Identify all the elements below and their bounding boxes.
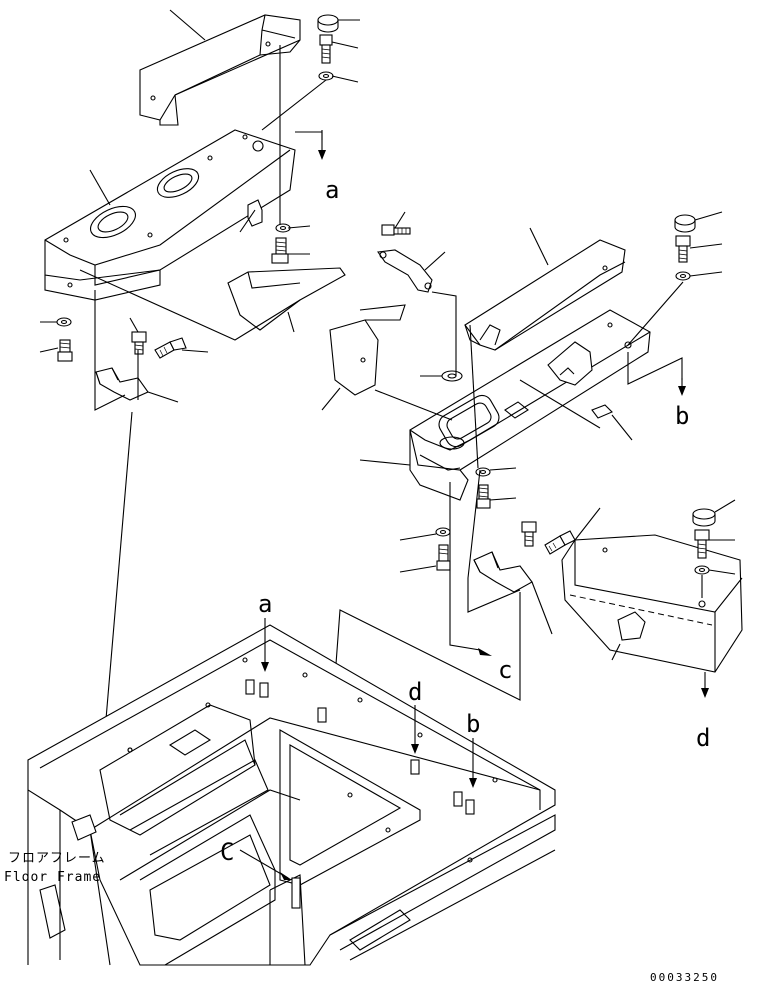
left-lower-bolt (57, 339, 73, 362)
rear-cover-washer (694, 565, 710, 575)
right-center-bolt (476, 484, 491, 509)
right-console-box (409, 309, 651, 501)
left-leader-lines (39, 9, 360, 403)
left-side-bolt (271, 237, 289, 264)
ref-label-c-upper: c (498, 656, 512, 684)
rear-cover-leaders (611, 499, 736, 698)
left-bracket-bolt-vertical (131, 331, 147, 355)
ref-label-d-upper: d (696, 724, 710, 752)
left-cover-plate (227, 267, 346, 331)
floor-arrow-b (469, 738, 477, 788)
left-armrest-pad (139, 14, 301, 126)
floor-frame-label-jp: フロアフレーム (8, 851, 106, 866)
left-bracket-bolt-angled (154, 337, 187, 359)
right-arrow-b (678, 378, 686, 396)
rear-cover-bolt (694, 529, 710, 559)
ref-label-b-upper: b (675, 402, 689, 430)
right-small-clip (591, 404, 613, 419)
floor-arrow-a (261, 618, 269, 672)
right-armrest-pad (464, 239, 626, 351)
floor-frame (27, 624, 556, 966)
right-leader-lines (321, 211, 723, 635)
left-console-box (44, 129, 296, 301)
right-top-washer (675, 271, 691, 281)
ref-label-a-upper: a (325, 176, 339, 204)
left-bracket-clip (247, 199, 263, 227)
right-top-bolt (675, 235, 691, 263)
right-arrow-c (478, 648, 492, 656)
left-arrow-a (318, 130, 326, 160)
right-cable-bolt (381, 224, 411, 236)
right-rubber-grommet (441, 370, 463, 382)
right-mount-bracket (473, 551, 533, 593)
ref-label-a-lower: a (258, 590, 272, 618)
ref-label-b-lower: b (466, 710, 480, 738)
right-top-cap (674, 214, 696, 233)
right-harness-cable (377, 249, 433, 293)
left-lower-washer (56, 317, 72, 327)
right-lower-bolt (436, 544, 451, 571)
right-lower-washer (435, 527, 451, 537)
ref-label-d-lower: d (408, 678, 422, 706)
floor-arrow-d (411, 705, 419, 754)
left-side-washer (275, 223, 291, 233)
left-top-bolt (319, 34, 333, 64)
right-side-shield (329, 304, 406, 396)
left-top-cap (317, 14, 339, 33)
rear-cover-cap (692, 508, 716, 527)
right-bracket-bolt-angled (544, 530, 576, 555)
rear-cover-panel (561, 534, 743, 673)
right-bracket-bolt-vertical (521, 521, 537, 547)
right-center-washer (475, 467, 491, 477)
drawing-number: 00033250 (650, 971, 719, 984)
left-top-washer (318, 71, 334, 81)
left-mount-bracket (95, 367, 149, 401)
floor-frame-label-en: Floor Frame (4, 870, 101, 885)
floor-arrow-c (239, 849, 292, 880)
ref-label-c-lower: C (220, 838, 234, 866)
